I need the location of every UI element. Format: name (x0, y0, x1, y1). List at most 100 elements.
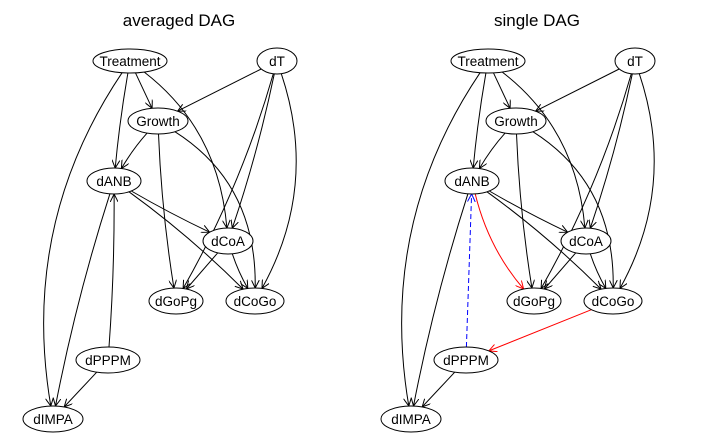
edge-growth-to-dcogo (174, 131, 255, 288)
node-ellipse (202, 227, 254, 255)
edge-dpppm-to-danb (465, 194, 471, 348)
node-label: dT (627, 54, 643, 69)
edge-dcoa-to-dcogo (589, 253, 606, 289)
node-label: dGoPg (513, 294, 555, 309)
edge-dpppm-to-dimpa (64, 371, 98, 407)
node-label: dANB (454, 174, 489, 189)
edge-treatment-to-growth (135, 72, 153, 108)
node-dcoa: dCoA (560, 227, 612, 255)
node-ellipse (92, 48, 168, 74)
edge-dpppm-to-dimpa (422, 371, 456, 407)
panel-title: averaged DAG (123, 11, 235, 30)
edge-growth-to-danb (479, 132, 506, 168)
node-dcoa: dCoA (202, 227, 254, 255)
averaged-dag-panel: averaged DAG Treatment dT Growth dANB dCoA dG… (22, 11, 298, 433)
node-ellipse (450, 48, 526, 74)
edge-treatment-to-danb (115, 72, 129, 168)
node-ellipse (148, 287, 204, 315)
node-dimpa: dIMPA (22, 405, 84, 433)
edge-dt-to-growth (536, 68, 620, 111)
panel-title: single DAG (494, 11, 580, 30)
edge-dt-to-dcogo (620, 73, 655, 289)
node-dgopg: dGoPg (148, 287, 204, 315)
edge-dpppm-to-danb (108, 194, 114, 348)
edge-treatment-to-danb (473, 72, 487, 168)
node-label: dCoGo (592, 294, 635, 309)
node-danb: dANB (86, 167, 142, 195)
edge-layer (401, 68, 655, 407)
node-label: Growth (494, 114, 538, 129)
node-ellipse (560, 227, 612, 255)
node-ellipse (380, 405, 442, 433)
edge-treatment-to-dimpa (401, 72, 481, 406)
node-ellipse (506, 287, 562, 315)
edge-dt-to-dcogo (262, 73, 297, 289)
node-dgopg: dGoPg (506, 287, 562, 315)
edge-dcogo-to-dpppm (489, 309, 592, 351)
edge-dt-to-dcoa (232, 73, 275, 228)
node-label: dPPPM (443, 353, 489, 368)
node-label: dPPPM (85, 353, 131, 368)
node-treatment: Treatment (450, 48, 526, 74)
single-dag-panel: single DAG Treatment dT Growth dANB dCoA dGoP… (380, 11, 656, 433)
node-ellipse (433, 346, 499, 374)
node-label: dIMPA (391, 412, 431, 427)
node-treatment: Treatment (92, 48, 168, 74)
node-dcogo: dCoGo (583, 287, 643, 315)
node-dpppm: dPPPM (433, 346, 499, 374)
edge-dcoa-to-dgopg (186, 252, 219, 289)
edge-treatment-to-dcoa (143, 71, 227, 228)
edge-danb-to-dimpa (56, 193, 111, 406)
node-label: dCoA (211, 234, 245, 249)
node-dt: dT (614, 47, 656, 75)
edge-treatment-to-dimpa (43, 72, 123, 406)
edge-growth-to-dcogo (532, 131, 613, 288)
edge-treatment-to-growth (493, 72, 511, 108)
node-growth: Growth (485, 107, 547, 135)
node-ellipse (583, 287, 643, 315)
node-ellipse (444, 167, 500, 195)
node-label: Treatment (457, 54, 518, 69)
node-ellipse (86, 167, 142, 195)
node-danb: dANB (444, 167, 500, 195)
node-layer: Treatment dT Growth dANB dCoA dGoPg dCoGo dPPPM… (380, 47, 656, 433)
node-ellipse (614, 47, 656, 75)
node-label: dT (269, 54, 285, 69)
node-layer: Treatment dT Growth dANB dCoA dGoPg dCoGo dPPPM… (22, 47, 298, 433)
node-ellipse (127, 107, 189, 135)
node-dimpa: dIMPA (380, 405, 442, 433)
node-label: dCoA (569, 234, 603, 249)
edge-danb-to-dcogo (486, 191, 601, 289)
edge-danb-to-dcoa (489, 190, 567, 232)
node-dt: dT (256, 47, 298, 75)
node-label: dIMPA (33, 412, 73, 427)
edge-danb-to-dcogo (128, 191, 243, 289)
edge-growth-to-dgopg (516, 133, 532, 288)
node-growth: Growth (127, 107, 189, 135)
node-ellipse (256, 47, 298, 75)
edge-growth-to-dgopg (158, 133, 174, 288)
edge-layer (43, 68, 297, 407)
edge-dcoa-to-dgopg (544, 252, 577, 289)
edge-danb-to-dgopg (474, 193, 523, 289)
node-label: dGoPg (155, 294, 197, 309)
edge-dt-to-dgopg (183, 73, 274, 289)
node-ellipse (22, 405, 84, 433)
edge-dcoa-to-dcogo (231, 253, 248, 289)
node-dcogo: dCoGo (225, 287, 285, 315)
node-label: Growth (136, 114, 180, 129)
node-label: dANB (96, 174, 131, 189)
edge-treatment-to-dcoa (501, 71, 585, 228)
node-ellipse (225, 287, 285, 315)
edge-dt-to-dcoa (590, 73, 633, 228)
edge-danb-to-dimpa (414, 193, 469, 406)
node-ellipse (75, 346, 141, 374)
edge-dt-to-growth (178, 68, 262, 111)
edge-dt-to-dgopg (541, 73, 632, 289)
node-label: dCoGo (234, 294, 277, 309)
node-dpppm: dPPPM (75, 346, 141, 374)
node-label: Treatment (99, 54, 160, 69)
edge-danb-to-dcoa (131, 190, 209, 232)
edge-growth-to-danb (121, 132, 148, 168)
